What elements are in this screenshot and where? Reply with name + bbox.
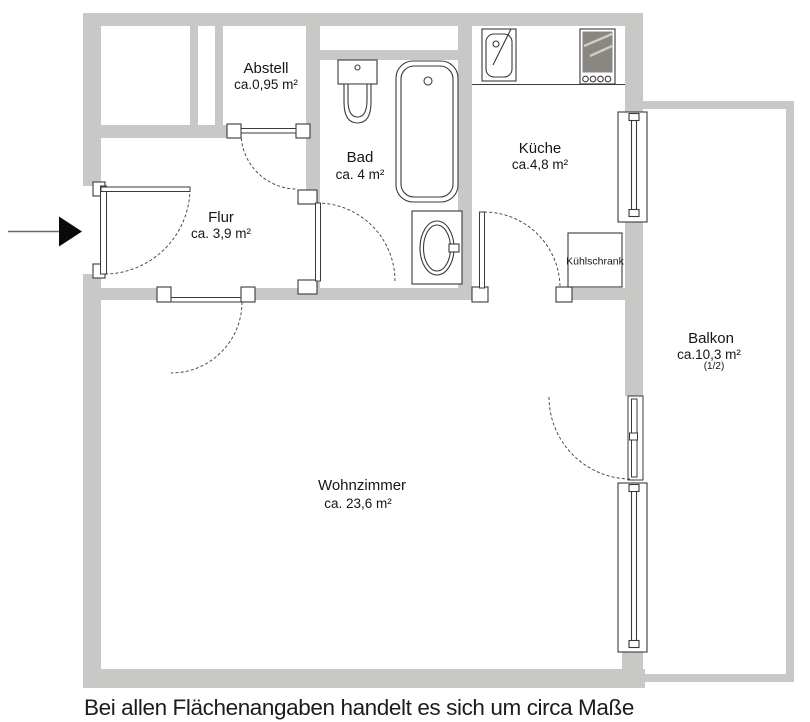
fridge: Kühlschrank	[566, 232, 625, 288]
abstell-door-arc	[240, 132, 298, 190]
closet-divider-1	[190, 26, 198, 126]
bad-post-bottom	[297, 279, 318, 295]
abstell-south-wall-left	[83, 125, 241, 138]
wall-right-mid	[625, 222, 643, 396]
wohnzimmer-area: ca. 23,6 m²	[324, 496, 392, 511]
balcony-rail-top	[643, 101, 794, 109]
wall-bottom	[83, 669, 645, 688]
kitchen-sink-icon	[481, 28, 517, 82]
south-corridor-wall-b	[242, 288, 488, 300]
balcony-rail-right	[786, 101, 794, 682]
bad-door-leaf	[315, 202, 321, 282]
doors	[100, 128, 644, 481]
caption-text: Bei allen Flächenangaben handelt es sich…	[84, 695, 634, 720]
bad-name: Bad	[347, 149, 374, 166]
toilet-icon	[337, 59, 378, 124]
entrance-door-leaf	[100, 186, 191, 192]
fridge-box	[567, 232, 623, 288]
kitchen-door-leaf	[479, 211, 485, 289]
entrance-arrow-icon	[8, 216, 82, 247]
flur-name: Flur	[208, 209, 234, 226]
kueche-area: ca.4,8 m²	[512, 157, 569, 172]
livingroom-door-leaf	[170, 297, 242, 303]
entrance-door-frame	[100, 185, 107, 275]
fridge-label: Kühlschrank	[566, 256, 625, 268]
livingroom-door-arc	[170, 301, 243, 374]
livingroom-post-left	[156, 286, 172, 303]
livingroom-post-right	[240, 286, 256, 303]
balcony-door-handle	[629, 432, 638, 441]
wohnzimmer-name: Wohnzimmer	[318, 477, 406, 494]
south-corridor-wall-c	[558, 288, 625, 300]
wall-left-lower	[83, 274, 101, 688]
stove-icon	[579, 28, 616, 85]
washbasin-icon	[411, 210, 463, 285]
balcony-door-arc	[548, 396, 632, 480]
door-posts	[92, 123, 573, 303]
kitchen-window	[617, 111, 648, 223]
bad-west-wall-upper	[306, 25, 320, 203]
kitchen-fixtures: Kühlschrank	[472, 28, 625, 288]
bathroom-fixtures	[337, 59, 463, 285]
balcony-rail-bottom	[643, 674, 794, 682]
bad-post-top	[297, 189, 318, 205]
bad-door-arc	[316, 202, 396, 282]
wall-left-upper	[83, 13, 101, 186]
kitchen-post-left	[471, 286, 489, 303]
wall-top	[83, 13, 643, 26]
balkon-area: ca.10,3 m²	[677, 347, 741, 362]
abstell-name: Abstell	[243, 60, 288, 77]
closet-divider-2	[215, 26, 223, 126]
entrance-door-arc	[102, 188, 191, 275]
abstell-door-leaf	[240, 128, 297, 134]
windows	[617, 111, 648, 653]
kueche-name: Küche	[519, 140, 562, 157]
walls	[83, 13, 794, 688]
kitchen-door-arc	[483, 211, 561, 289]
abstell-post-left	[226, 123, 242, 139]
room-labels: Abstell ca.0,95 m² Bad ca. 4 m² Flur ca.…	[191, 60, 741, 511]
wall-right-upper	[625, 13, 643, 112]
bathtub-icon	[395, 60, 459, 203]
balkon-note: (1/2)	[704, 361, 725, 372]
wall-right-pillar	[622, 652, 643, 688]
abstell-area: ca.0,95 m²	[234, 77, 298, 92]
abstell-post-right	[295, 123, 311, 139]
kitchen-post-right	[555, 286, 573, 303]
livingroom-window	[617, 482, 648, 653]
balkon-name: Balkon	[688, 330, 734, 347]
bad-area: ca. 4 m²	[336, 167, 385, 182]
flur-area: ca. 3,9 m²	[191, 226, 252, 241]
bad-niche-wall	[320, 50, 458, 60]
south-corridor-wall-a	[83, 288, 170, 300]
